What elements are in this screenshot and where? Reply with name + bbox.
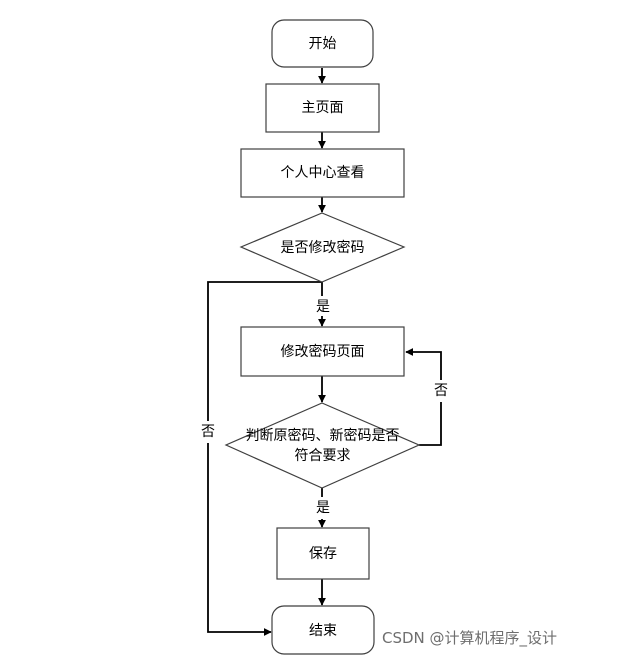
- profile-view-node-label: 个人中心查看: [281, 165, 365, 181]
- password-check-decision-shape: [224, 402, 421, 489]
- change-password-decision-label: 是否修改密码: [281, 239, 365, 256]
- save-node: 保存: [276, 527, 370, 580]
- password-check-decision-node: 判断原密码、新密码是否 符合要求: [224, 402, 421, 489]
- start-node-shape: [271, 19, 374, 68]
- change-password-page-shape: [240, 326, 405, 377]
- password-check-label-line1: 判断原密码、新密码是否: [246, 427, 400, 444]
- change-password-decision-node: 是否修改密码: [239, 212, 406, 283]
- end-node-label: 结束: [309, 623, 337, 639]
- no-label-bg-back: [431, 380, 451, 402]
- yes-label-bg-1: [313, 296, 333, 316]
- change-password-decision-shape: [239, 212, 406, 283]
- edge-decision-no-to-end: [207, 281, 322, 636]
- start-node-label: 开始: [309, 36, 337, 52]
- edge-labels: 是 否 否 是: [198, 296, 451, 519]
- start-node: 开始: [271, 19, 374, 68]
- end-node: 结束: [271, 605, 375, 655]
- no-label-decision-skip: 否: [201, 424, 215, 440]
- profile-view-node: 个人中心查看: [240, 148, 405, 198]
- end-node-shape: [271, 605, 375, 655]
- yes-label-decision: 是: [316, 299, 330, 315]
- home-page-node-label: 主页面: [302, 100, 344, 116]
- save-node-label: 保存: [309, 546, 337, 562]
- home-page-node: 主页面: [265, 83, 380, 133]
- csdn-watermark: CSDN @计算机程序_设计: [382, 629, 558, 647]
- no-label-bg-skip: [198, 421, 218, 443]
- yes-label-bg-2: [313, 497, 333, 519]
- home-page-node-shape: [265, 83, 380, 133]
- change-password-page-label: 修改密码页面: [281, 343, 365, 360]
- profile-view-node-shape: [240, 148, 405, 198]
- save-node-shape: [276, 527, 370, 580]
- no-label-check-back: 否: [434, 383, 448, 399]
- password-check-label-line2: 符合要求: [295, 448, 351, 464]
- yes-label-check: 是: [316, 500, 330, 516]
- change-password-page-node: 修改密码页面: [240, 326, 405, 377]
